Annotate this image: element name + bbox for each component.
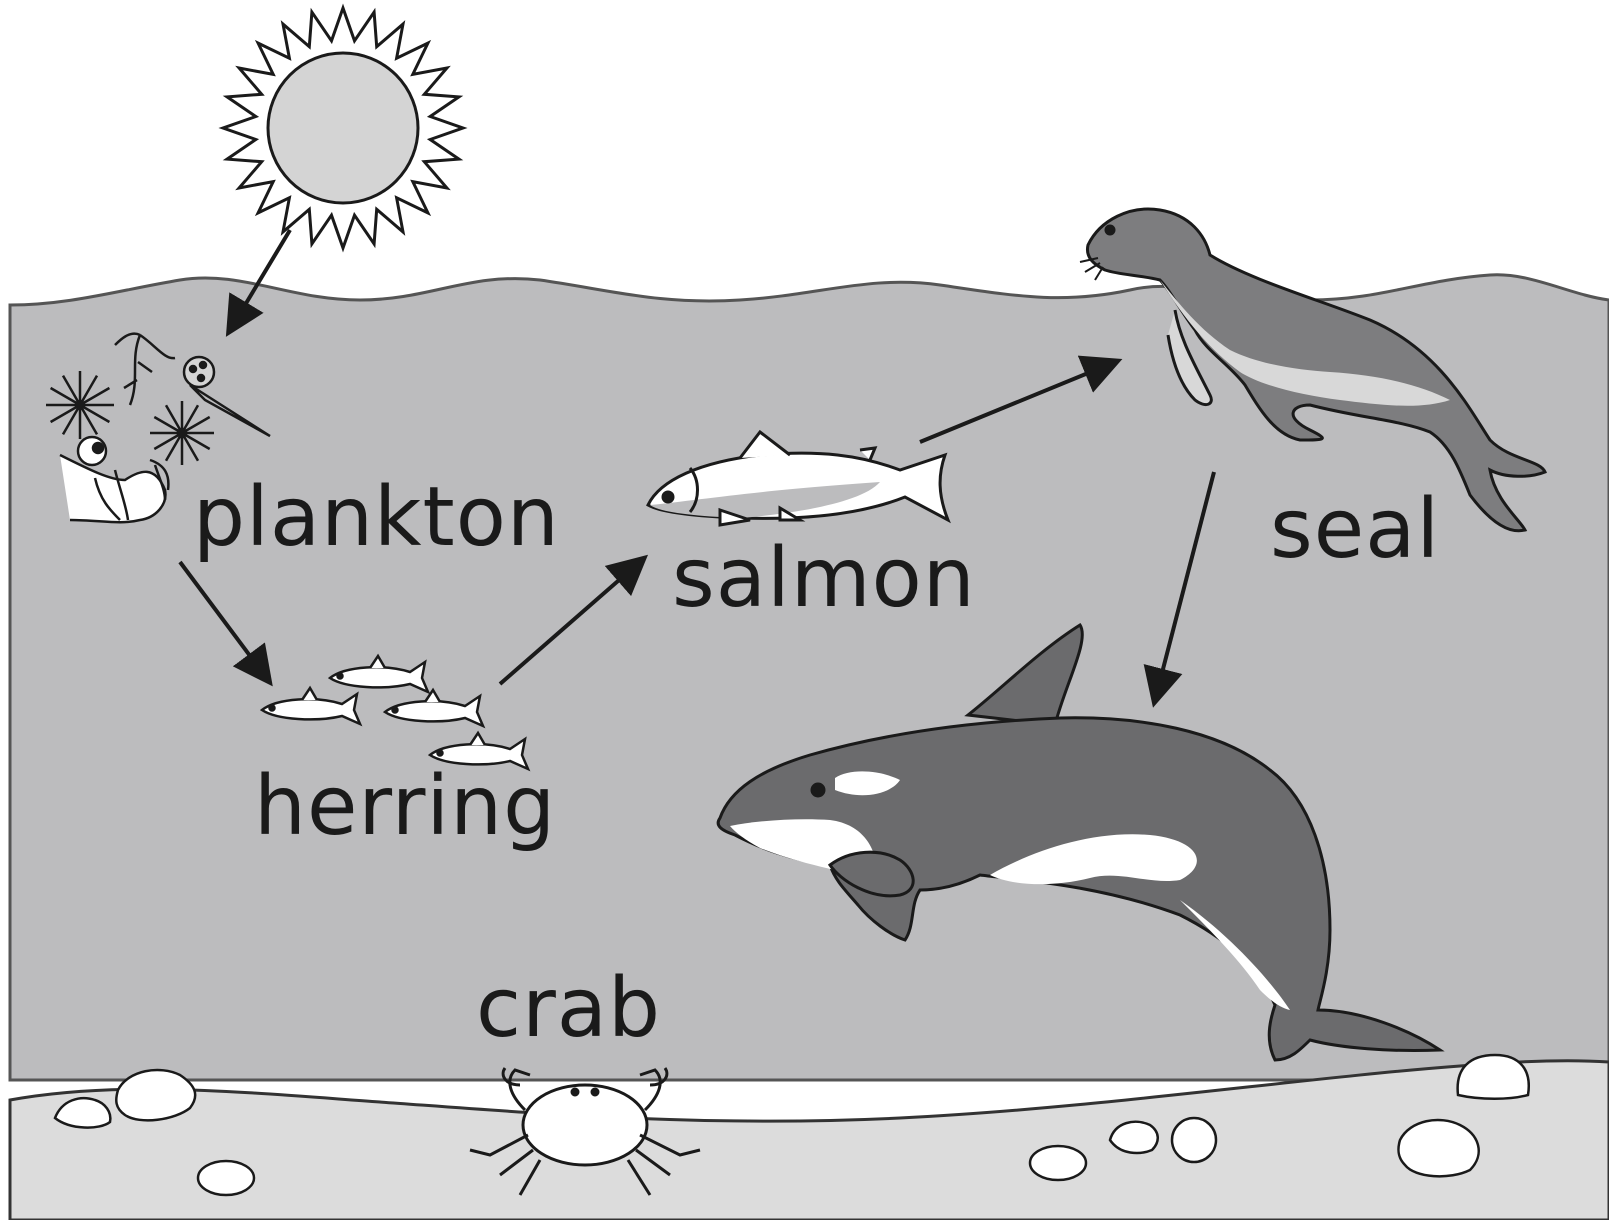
label-herring: herring (254, 766, 556, 848)
sun-icon (223, 8, 463, 248)
label-plankton: plankton (193, 477, 560, 559)
label-seal: seal (1270, 489, 1440, 571)
label-crab: crab (476, 968, 661, 1050)
label-salmon: salmon (672, 538, 976, 620)
